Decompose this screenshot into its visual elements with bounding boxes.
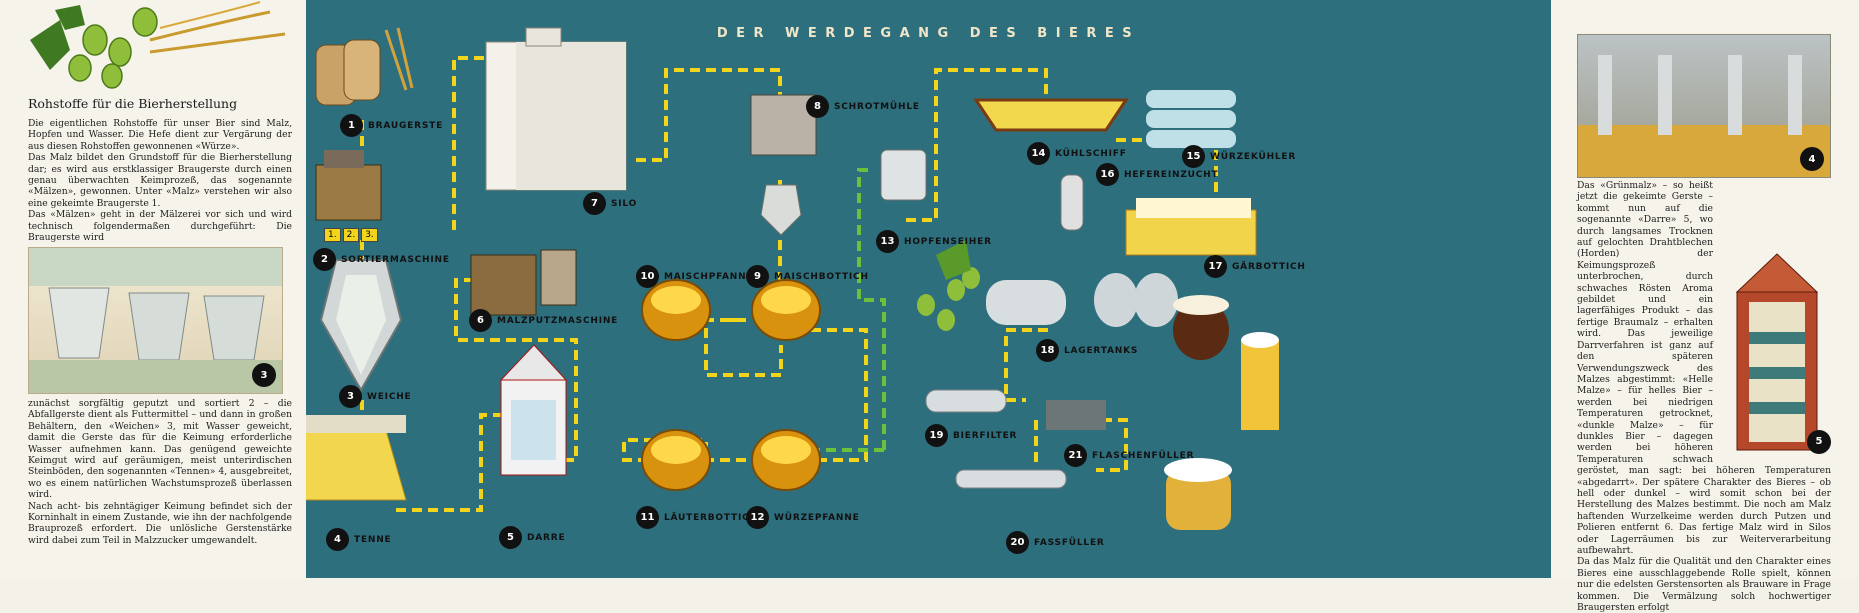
- malting-floor-image: 4: [1577, 34, 1831, 178]
- page-heading: Rohstoffe für die Bierherstellung: [28, 96, 238, 111]
- step-maischpfanne: 10 MAISCHPFANNE: [636, 265, 753, 288]
- hop-cones: [68, 7, 158, 89]
- step-sortiermaschine: 2 SORTIERMASCHINE: [313, 248, 450, 271]
- step-label: WEICHE: [367, 391, 412, 402]
- step-number: 20: [1006, 531, 1029, 554]
- step-label: WÜRZEKÜHLER: [1210, 151, 1297, 162]
- step-malzputzmaschine: 6 MALZPUTZMASCHINE: [469, 309, 618, 332]
- step-label: MAISCHBOTTICH: [774, 271, 869, 282]
- step-number: 12: [746, 506, 769, 529]
- right-text-panel: 4 5 Das «Grünmalz» – so heißt jetzt die …: [1551, 0, 1859, 613]
- step-number: 17: [1204, 255, 1227, 278]
- paragraph: Das Malz bildet den Grundstoff für die B…: [28, 152, 292, 209]
- step-number: 13: [876, 230, 899, 253]
- step-bierfilter: 19 BIERFILTER: [925, 424, 1017, 447]
- equipment-illustrations: [306, 27, 1279, 530]
- step-number: 11: [636, 506, 659, 529]
- steeping-tanks-image: 3: [28, 247, 283, 394]
- step-label: GÄRBOTTICH: [1232, 261, 1306, 272]
- sorter-tag: 2.: [342, 228, 360, 242]
- step-label: SORTIERMASCHINE: [341, 254, 450, 265]
- sorter-tag: 1.: [324, 228, 341, 242]
- paragraph: Das «Grünmalz» – so heißt jetzt die geke…: [1577, 180, 1831, 556]
- step-number: 21: [1064, 444, 1087, 467]
- step-label: HEFEREINZUCHT: [1124, 169, 1219, 180]
- step-number: 8: [806, 95, 829, 118]
- kiln-text: 5 Das «Grünmalz» – so heißt jetzt die ge…: [1577, 180, 1831, 613]
- step-label: LÄUTERBOTTICH: [664, 512, 758, 523]
- hop-leaves: [30, 5, 85, 70]
- step-kuehlschiff: 14 KÜHLSCHIFF: [1027, 142, 1127, 165]
- step-label: SILO: [611, 198, 638, 209]
- step-number: 7: [583, 192, 606, 215]
- sorter-tag: 3.: [361, 228, 378, 242]
- step-gaerbottich: 17 GÄRBOTTICH: [1204, 255, 1306, 278]
- step-darre: 5 DARRE: [499, 526, 565, 549]
- step-number: 1: [340, 114, 363, 137]
- brewing-process-diagram: DER WERDEGANG DES BIERES: [306, 0, 1551, 578]
- paragraph: Da das Malz für die Qualität und den Cha…: [1577, 556, 1831, 613]
- step-silo: 7 SILO: [583, 192, 637, 215]
- intro-text: Die eigentlichen Rohstoffe für unser Bie…: [28, 118, 292, 243]
- step-flaschenfueller: 21 FLASCHENFÜLLER: [1064, 444, 1194, 467]
- step-number: 16: [1096, 163, 1119, 186]
- step-wuerzepfanne: 12 WÜRZEPFANNE: [746, 506, 860, 529]
- step-label: LAGERTANKS: [1064, 345, 1139, 356]
- step-wuerzekuehler: 15 WÜRZEKÜHLER: [1182, 145, 1296, 168]
- step-label: SCHROTMÜHLE: [834, 101, 920, 112]
- flow-lines: [306, 27, 1279, 530]
- step-label: TENNE: [354, 534, 392, 545]
- left-text-panel: Rohstoffe für die Bierherstellung Die ei…: [0, 0, 306, 578]
- malting-floor-drawing: [1578, 55, 1830, 177]
- paragraph: Die eigentlichen Rohstoffe für unser Bie…: [28, 118, 292, 152]
- step-number: 9: [746, 265, 769, 288]
- step-label: FASSFÜLLER: [1034, 537, 1105, 548]
- step-number: 4: [326, 528, 349, 551]
- step-label: FLASCHENFÜLLER: [1092, 450, 1195, 461]
- barley-ears: [149, 1, 286, 54]
- diagram-title: DER WERDEGANG DES BIERES: [716, 26, 1141, 41]
- steeping-tanks-drawing: [29, 248, 282, 393]
- step-number: 14: [1027, 142, 1050, 165]
- step-label: HOPFENSEIHER: [904, 236, 992, 247]
- step-label: MAISCHPFANNE: [664, 271, 754, 282]
- step-number: 15: [1182, 145, 1205, 168]
- sorter-tags: 1. 2. 3.: [324, 228, 378, 242]
- paragraph: zunächst sorgfältig geputzt und sortiert…: [28, 398, 292, 501]
- kiln-image: 5: [1719, 242, 1831, 454]
- step-number: 6: [469, 309, 492, 332]
- step-maischbottich: 9 MAISCHBOTTICH: [746, 265, 869, 288]
- step-label: DARRE: [527, 532, 566, 543]
- paragraph: Das «Mälzen» geht in der Mälzerei vor si…: [28, 209, 292, 244]
- green-hop-flow-path: [816, 168, 886, 452]
- step-schrotmuehle: 8 SCHROTMÜHLE: [806, 95, 920, 118]
- image-badge: 4: [1800, 147, 1824, 171]
- image-badge: 5: [1807, 430, 1831, 454]
- paragraph: Nach acht- bis zehntägiger Keimung befin…: [28, 500, 292, 546]
- step-hopfenseiher: 13 HOPFENSEIHER: [876, 230, 992, 253]
- step-number: 19: [925, 424, 948, 447]
- step-tenne: 4 TENNE: [326, 528, 392, 551]
- step-fassfueller: 20 FASSFÜLLER: [1006, 531, 1105, 554]
- step-number: 2: [313, 248, 336, 271]
- step-weiche: 3 WEICHE: [339, 385, 412, 408]
- step-number: 10: [636, 265, 659, 288]
- step-number: 5: [499, 526, 522, 549]
- step-label: WÜRZEPFANNE: [774, 512, 860, 523]
- step-label: KÜHLSCHIFF: [1055, 148, 1127, 159]
- step-lagertanks: 18 LAGERTANKS: [1036, 339, 1138, 362]
- kiln-drawing: [1735, 253, 1819, 451]
- step-hefereinzucht: 16 HEFEREINZUCHT: [1096, 163, 1218, 186]
- process-text: zunächst sorgfältig geputzt und sortiert…: [28, 398, 292, 546]
- step-laeuterbottich: 11 LÄUTERBOTTICH: [636, 506, 758, 529]
- step-label: BIERFILTER: [953, 430, 1018, 441]
- hops-barley-illustration: [30, 1, 286, 89]
- step-number: 18: [1036, 339, 1059, 362]
- image-badge: 3: [252, 363, 276, 387]
- step-label: BRAUGERSTE: [368, 120, 444, 131]
- step-braugerste: 1 BRAUGERSTE: [340, 114, 443, 137]
- step-number: 3: [339, 385, 362, 408]
- step-label: MALZPUTZMASCHINE: [497, 315, 619, 326]
